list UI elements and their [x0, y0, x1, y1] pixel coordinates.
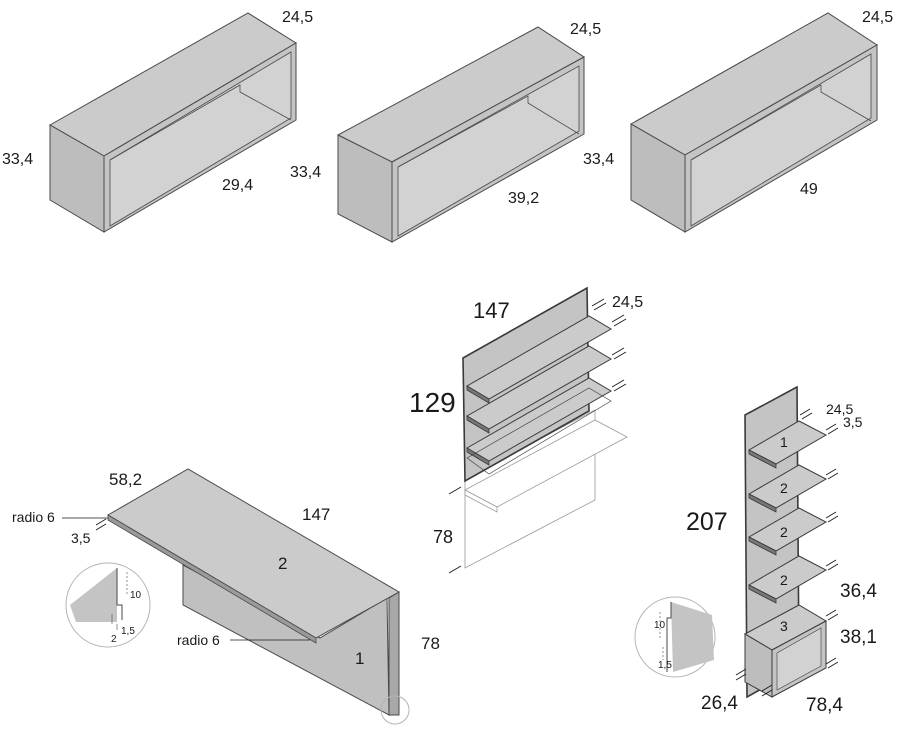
bookcase-box-opening: [776, 627, 822, 691]
desk-detail-c: 1,5: [121, 626, 135, 637]
desk-detail-b: 2: [111, 634, 117, 645]
bookcase-gap-label: 36,4: [840, 581, 877, 602]
wall-shelf: 147 129 24,5 78: [409, 286, 643, 574]
cabinet-medium: 24,5 33,4 39,2: [290, 21, 601, 243]
cabinet-small-depth-label: 24,5: [282, 9, 313, 26]
desk-side-piece-label: 1: [355, 649, 364, 668]
desk-radius-top-label: radio 6: [12, 509, 55, 525]
cabinet-large-inner-shelf: [690, 84, 872, 161]
bookcase-thickness-label: 3,5: [843, 414, 863, 430]
cabinet-medium-height-label: 33,4: [290, 164, 321, 181]
bookcase-shelf-label: 2: [780, 572, 788, 588]
bookcase-shelf: [748, 493, 777, 513]
cabinet-medium-width-label: 39,2: [508, 190, 539, 207]
bookcase-base-width-label: 78,4: [806, 695, 843, 716]
bookcase-detail-inset: 10 1,5: [634, 596, 716, 678]
bookcase-height-label: 207: [686, 508, 728, 536]
wall-shelf-shelf: [466, 447, 490, 466]
bookcase-detail-a: 10: [654, 620, 666, 631]
desk-length-label: 147: [302, 505, 330, 524]
desk-bottom-detail-circle: [380, 695, 410, 725]
cabinet-large-width-label: 49: [800, 181, 818, 198]
cabinet-large-height-label: 33,4: [583, 151, 614, 168]
wall-shelf-height-label: 129: [409, 387, 456, 418]
desk-thickness-label: 3,5: [71, 530, 91, 546]
bookcase-depth-label: 24,5: [826, 401, 853, 417]
cabinet-large-inner: [690, 53, 872, 227]
wall-shelf-ghost-desk-edge: [464, 489, 498, 513]
cabinet-large: 24,5 33,4 49: [583, 9, 893, 233]
bookcase-box-label: 3: [780, 618, 788, 634]
desk-top-piece-label: 2: [278, 554, 287, 573]
bookcase-box-height-label: 38,1: [840, 627, 877, 648]
bookcase-shelf: [748, 584, 777, 604]
cabinet-large-depth-label: 24,5: [862, 9, 893, 26]
cabinet-small: 24,5 33,4 29,4: [2, 9, 313, 233]
cabinet-small-height-label: 33,4: [2, 151, 33, 168]
wall-shelf-base-height-label: 78: [433, 527, 453, 547]
bookcase-detail-b: 1,5: [658, 660, 672, 671]
wall-shelf-width-label: 147: [473, 298, 510, 323]
desk-radius-bottom-label: radio 6: [177, 632, 220, 648]
cabinet-small-width-label: 29,4: [222, 177, 253, 194]
desk-detail-inset: 10 2 1,5: [65, 562, 151, 648]
cabinet-small-inner-shelf: [109, 84, 292, 161]
bookcase-dim-ticks: [735, 408, 839, 697]
wall-shelf-depth-label: 24,5: [612, 294, 643, 311]
bookcase-shelf-label: 1: [780, 434, 788, 450]
bookcase-shelf-label: 2: [780, 524, 788, 540]
wall-shelf-shelf: [466, 415, 490, 434]
desk-depth-label: 58,2: [109, 470, 142, 489]
cabinet-medium-depth-label: 24,5: [570, 21, 601, 38]
bookcase-base-depth-label: 26,4: [701, 693, 738, 714]
desk-height-label: 78: [421, 634, 440, 653]
bookcase: 10 1,5 1 2 2 2 3 207 24,5 3,5 36,4 38,1 …: [634, 385, 877, 716]
bookcase-shelf: [748, 536, 777, 556]
desk-detail-a: 10: [130, 590, 142, 601]
cabinet-medium-inner: [397, 65, 580, 237]
bookcase-shelf: [748, 449, 777, 469]
bookcase-box-side: [744, 633, 773, 698]
desk-thickness-ticks: [95, 518, 107, 531]
bookcase-shelf-label: 2: [780, 480, 788, 496]
desk: 10 2 1,5 58,2 147 78 3,5 radio 6 radio 6…: [12, 468, 440, 725]
wall-shelf-dim-ticks: [448, 298, 627, 574]
cabinet-medium-inner-shelf: [397, 95, 580, 168]
wall-shelf-shelf: [466, 387, 612, 475]
